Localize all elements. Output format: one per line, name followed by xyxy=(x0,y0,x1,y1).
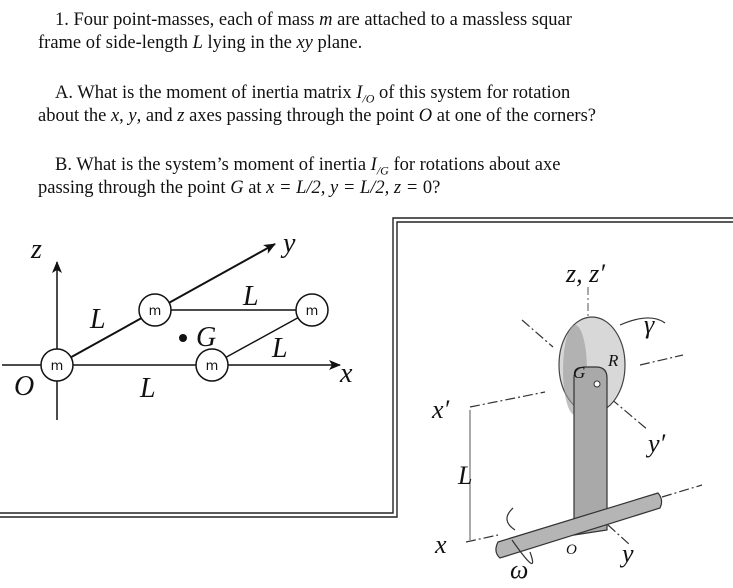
math: m xyxy=(319,10,333,30)
label-xprime: x′ xyxy=(431,395,450,424)
frame-border xyxy=(0,217,733,518)
label-yprime: y′ xyxy=(645,429,666,458)
svg-text:m: m xyxy=(51,359,64,374)
math: z xyxy=(177,106,185,126)
arm xyxy=(573,366,608,536)
text: passing through the point xyxy=(38,178,231,198)
text: about the xyxy=(38,106,111,126)
math: y xyxy=(128,106,137,126)
text: 0? xyxy=(422,178,441,198)
math: O xyxy=(418,106,433,126)
text: , and xyxy=(136,106,178,126)
part-b-line2: passing through the point G at x = L/2, … xyxy=(38,177,733,200)
label-G: G xyxy=(196,322,216,353)
text: B. What is the system’s moment of inerti… xyxy=(55,155,371,175)
part-a-line1: A. What is the moment of inertia matrix … xyxy=(55,82,733,111)
text: frame of side-length xyxy=(38,33,193,53)
label-omega: ω xyxy=(510,555,528,584)
label-L: L xyxy=(457,461,472,490)
math: x xyxy=(110,106,120,126)
mass: m xyxy=(295,293,329,327)
math: /G xyxy=(376,163,389,178)
text: 1. Four point-masses, each of mass xyxy=(55,10,320,30)
right-figure: z, z′ γ R G x′ y′ L x O y ω xyxy=(431,259,703,584)
label-O: O xyxy=(566,542,577,558)
label-x: x xyxy=(434,530,447,559)
label-G: G xyxy=(573,363,585,382)
label-L: L xyxy=(271,333,288,364)
text: at xyxy=(243,178,267,198)
math: I xyxy=(356,83,363,103)
problem-intro-line2: frame of side-length L lying in the xy p… xyxy=(38,32,733,55)
left-figure: m m m m G z y x O L L L L xyxy=(2,228,353,420)
text: lying in the xyxy=(202,33,297,53)
svg-text:m: m xyxy=(306,304,319,319)
label-L: L xyxy=(242,281,259,312)
label-O: O xyxy=(14,371,34,402)
part-a-line2: about the x, y, and z axes passing throu… xyxy=(38,105,733,128)
svg-text:m: m xyxy=(206,359,219,374)
label-z-zprime: z, z′ xyxy=(565,259,605,288)
frame-edge xyxy=(211,309,313,366)
text: are attached to a massless squar xyxy=(332,10,572,30)
label-L: L xyxy=(139,373,156,404)
text: axes passing through the point xyxy=(184,106,419,126)
math: I xyxy=(370,155,377,175)
label-z: z xyxy=(30,234,42,265)
math: xy xyxy=(296,33,313,53)
problem-intro-line1: 1. Four point-masses, each of mass m are… xyxy=(55,9,733,32)
center-of-mass-dot xyxy=(179,334,187,342)
label-y: y xyxy=(280,228,296,259)
label-y: y xyxy=(619,539,634,568)
math: G xyxy=(230,178,244,198)
text: of this system for rotation xyxy=(374,83,571,103)
math: /O xyxy=(362,91,375,106)
shaft xyxy=(495,492,663,559)
label-gamma: γ xyxy=(644,310,655,339)
part-b-line1: B. What is the system’s moment of inerti… xyxy=(55,154,733,183)
mass: m xyxy=(40,348,74,382)
label-x: x xyxy=(339,358,353,389)
text: for rotations about axe xyxy=(388,155,561,175)
mass: m xyxy=(138,293,172,327)
text: at one of the corners? xyxy=(432,106,596,126)
text: , xyxy=(119,106,129,126)
text: A. What is the moment of inertia matrix xyxy=(55,83,357,103)
label-R: R xyxy=(607,351,619,370)
svg-text:m: m xyxy=(149,304,162,319)
math: L xyxy=(192,33,203,53)
mass: m xyxy=(195,348,229,382)
math: x = L/2, y = L/2, z = xyxy=(266,178,423,198)
label-L: L xyxy=(89,304,106,335)
text: plane. xyxy=(312,33,363,53)
